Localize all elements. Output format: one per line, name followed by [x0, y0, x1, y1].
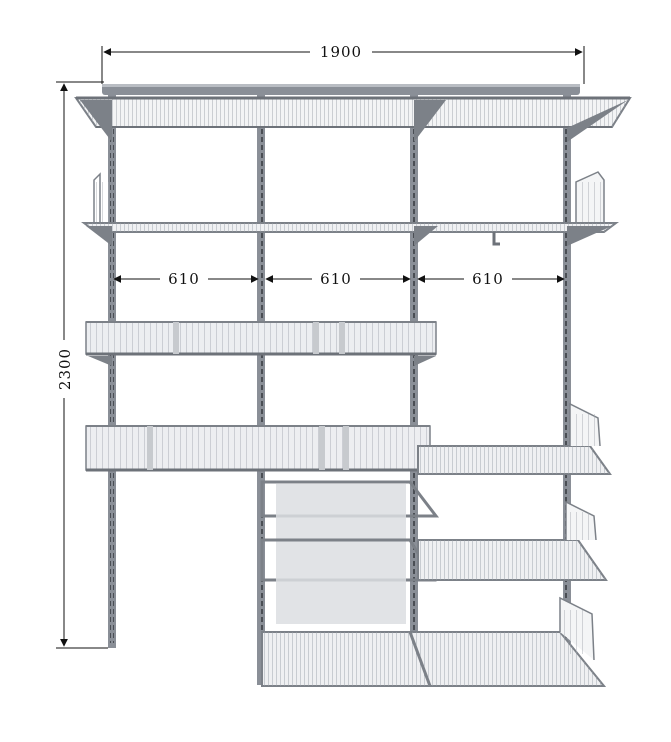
dimension-bay-1: 610	[113, 270, 259, 288]
hanger-hook	[492, 232, 500, 246]
top-rail	[102, 84, 580, 95]
basket-shelf	[85, 321, 437, 366]
dimension-total-width: 1900	[101, 43, 585, 84]
second-shelf	[81, 171, 619, 246]
dimension-total-height: 2300	[56, 81, 108, 649]
drawer-frame-lower	[260, 538, 437, 624]
dimension-bay-3-label: 610	[472, 270, 504, 288]
upright-4	[563, 95, 571, 685]
dimension-total-height-label: 2300	[56, 348, 74, 390]
top-shelf	[74, 96, 632, 142]
right-shelf-upper	[417, 402, 612, 475]
right-shelf-middle	[417, 500, 608, 581]
drawer-frame-upper	[260, 480, 440, 544]
shelf-divider-left	[93, 172, 114, 222]
dimension-bay-2: 610	[265, 270, 411, 288]
dimension-bay-1-label: 610	[168, 270, 200, 288]
bottom-shelf	[261, 596, 607, 687]
lower-basket	[85, 425, 431, 472]
upright-2	[257, 95, 265, 685]
uprights	[108, 95, 571, 685]
upright-1	[108, 95, 116, 648]
dimension-total-width-label: 1900	[320, 43, 362, 61]
dimension-bay-3: 610	[417, 270, 565, 288]
upright-3	[410, 95, 418, 685]
dimension-bay-2-label: 610	[320, 270, 352, 288]
shelf-divider-right	[575, 171, 605, 222]
